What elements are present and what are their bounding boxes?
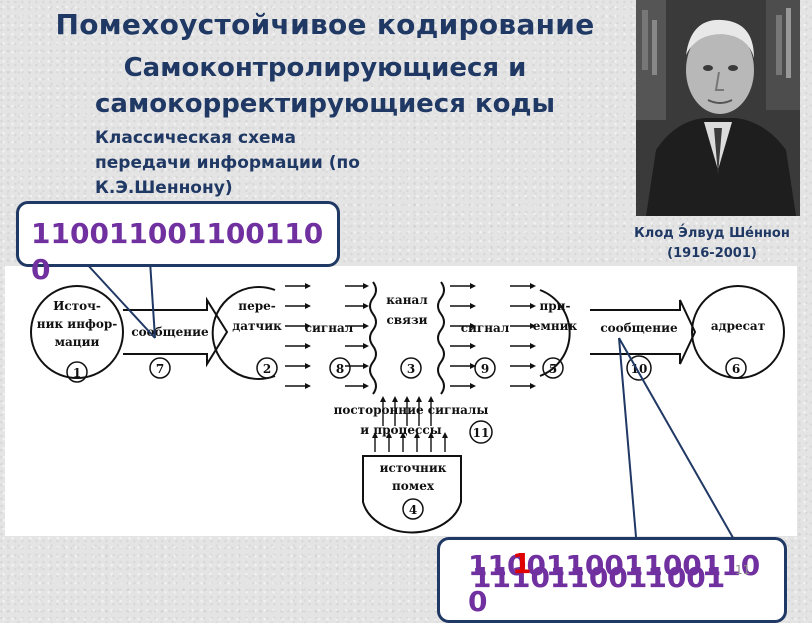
received-code-text-2: 1110110011001 xyxy=(472,561,726,594)
addressee-num: 6 xyxy=(732,362,740,376)
portrait-caption: Клод Э́лвуд Ше́ннон (1916-2001) xyxy=(612,224,812,264)
source-code-callout: 1100110011001100 xyxy=(16,201,340,286)
scheme-caption-line-2: передачи информации (по xyxy=(95,153,360,173)
error-bit-mark: 1 xyxy=(512,547,532,580)
noise-arrows-up xyxy=(374,402,446,452)
receiver-num: 5 xyxy=(549,362,557,376)
channel-label-2: связи xyxy=(386,313,427,327)
signal-out-arrows-right xyxy=(345,285,363,387)
receiver-label-1: при- xyxy=(539,299,570,313)
portrait-name: Клод Э́лвуд Ше́ннон xyxy=(634,226,790,241)
signal-in-arrows-left xyxy=(450,285,470,387)
signal-in-num: 9 xyxy=(481,362,489,376)
message-out-label: сообщение xyxy=(600,321,678,335)
source-num: 1 xyxy=(73,366,81,380)
scheme-caption: Классическая схема передачи информации (… xyxy=(95,126,455,201)
message-label: сообщение xyxy=(131,325,209,339)
subtitle-line-1: Самоконтролирующиеся и xyxy=(123,53,527,83)
shannon-portrait xyxy=(636,0,800,216)
slide-subtitle-block: Самоконтролирующиеся и самокорректирующи… xyxy=(20,50,630,122)
slide-number: 11 xyxy=(735,563,751,577)
slide-title: Помехоустойчивое кодирование xyxy=(55,8,595,41)
noise-num: 11 xyxy=(473,426,490,440)
scheme-caption-line-1: Классическая схема xyxy=(95,128,296,148)
signal-out-num: 8 xyxy=(336,362,344,376)
receiver-shape xyxy=(539,289,571,377)
signal-in-arrows-right xyxy=(510,285,530,387)
subtitle-line-2: самокорректирующиеся коды xyxy=(95,89,555,119)
diagram-svg: Источ- ник инфор- мации 1 сообщение 7 пе… xyxy=(30,281,785,534)
noise-label-1: посторонние сигналы xyxy=(334,403,489,417)
channel-wave-right xyxy=(437,281,445,395)
received-code-text-1: 1100110011001100 xyxy=(468,549,761,618)
receiver-label-2: емник xyxy=(533,319,578,333)
channel-wave-left xyxy=(369,281,377,395)
portrait-image xyxy=(636,0,800,216)
portrait-years: (1916-2001) xyxy=(667,246,757,261)
received-code-callout: 1100110011001100 1110110011001 1 xyxy=(437,537,787,623)
message-num: 7 xyxy=(156,362,164,376)
noise-source-label-1: источник xyxy=(380,461,447,475)
message-out-num: 10 xyxy=(631,362,648,376)
addressee-label: адресат xyxy=(711,319,765,333)
scheme-caption-line-3: К.Э.Шеннону) xyxy=(95,178,233,198)
source-label-1: Источ- xyxy=(53,299,101,313)
source-code-text: 1100110011001100 xyxy=(31,217,324,286)
noise-label-2: и процессы xyxy=(360,423,441,437)
source-label-3: мации xyxy=(55,335,100,349)
signal-in-label: сигнал xyxy=(461,321,510,335)
transmitter-num: 2 xyxy=(263,362,271,376)
transmitter-label-2: датчик xyxy=(232,319,282,333)
noise-source-num: 4 xyxy=(409,503,417,517)
transmitter-shape xyxy=(211,286,276,380)
message-arrow xyxy=(123,296,229,368)
noise-source-shape xyxy=(362,455,462,534)
signal-out-label: сигнал xyxy=(305,321,354,335)
signal-out-arrows-left xyxy=(285,285,305,387)
noise-source-label-2: помех xyxy=(392,479,435,493)
channel-num: 3 xyxy=(407,362,415,376)
source-label-2: ник инфор- xyxy=(37,317,117,331)
transmission-diagram: Источ- ник инфор- мации 1 сообщение 7 пе… xyxy=(5,266,797,536)
transmitter-label-1: пере- xyxy=(238,299,275,313)
channel-label-1: канал xyxy=(386,293,428,307)
